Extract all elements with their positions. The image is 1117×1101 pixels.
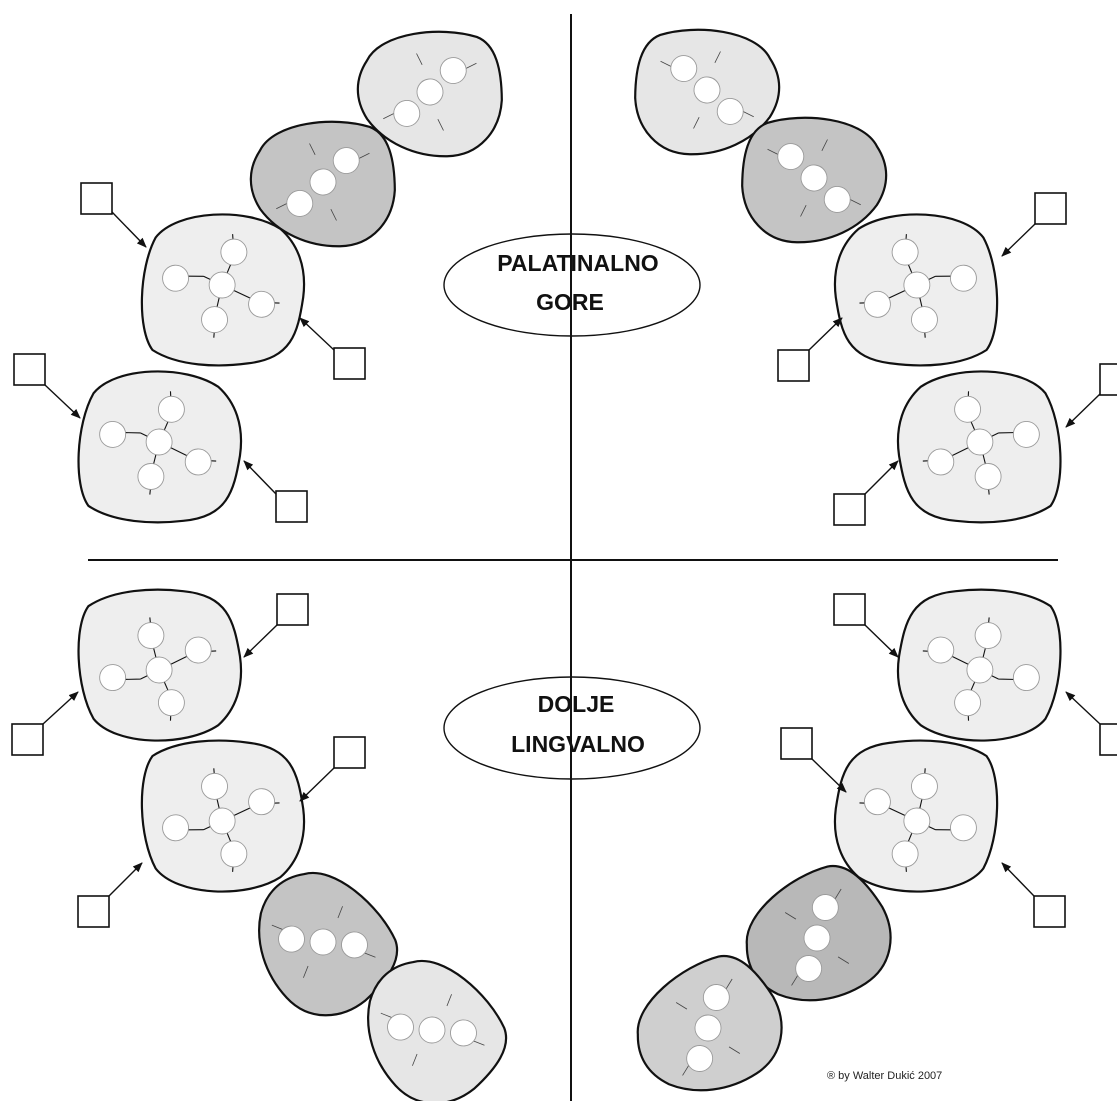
upper-label-line1: PALATINALNO: [497, 250, 658, 276]
answer-box[interactable]: [833, 493, 866, 526]
tooth-molar-icon: [892, 584, 1067, 747]
answer-box[interactable]: [333, 347, 366, 380]
arrow-icon: [243, 460, 277, 495]
answer-box[interactable]: [780, 727, 813, 760]
arrow-icon: [42, 691, 79, 725]
answer-box[interactable]: [1099, 363, 1117, 396]
arrow-icon: [243, 624, 278, 658]
answer-box[interactable]: [11, 723, 44, 756]
answer-box[interactable]: [275, 490, 308, 523]
answer-box[interactable]: [77, 895, 110, 928]
arrow-icon: [864, 460, 899, 495]
arrow-icon: [864, 624, 899, 658]
answer-box[interactable]: [276, 593, 309, 626]
answer-box[interactable]: [333, 736, 366, 769]
lower-label-line1: DOLJE: [538, 691, 615, 717]
tooth-molar-icon: [892, 365, 1067, 528]
tooth-molar-icon: [828, 733, 1005, 899]
arrow-icon: [1065, 393, 1101, 428]
answer-box[interactable]: [777, 349, 810, 382]
arrow-icon: [111, 211, 147, 248]
arrow-icon: [1065, 691, 1101, 725]
tooth-molar-icon: [134, 733, 311, 899]
arrow-icon: [1001, 862, 1035, 897]
arrow-icon: [1001, 223, 1036, 257]
tooth-molar-icon: [72, 584, 247, 747]
credit-text: ® by Walter Dukić 2007: [827, 1070, 942, 1082]
arrow-icon: [108, 862, 143, 897]
answer-box[interactable]: [1034, 192, 1067, 225]
arrow-icon: [44, 384, 81, 419]
answer-box[interactable]: [13, 353, 46, 386]
answer-box[interactable]: [833, 593, 866, 626]
lower-label-line2: LINGVALNO: [511, 731, 645, 757]
arrow-icon: [811, 758, 847, 793]
arrow-icon: [299, 767, 335, 802]
tooth-molar-icon: [72, 365, 247, 528]
upper-label-line2: GORE: [536, 289, 604, 315]
answer-box[interactable]: [1033, 895, 1066, 928]
answer-box[interactable]: [80, 182, 113, 215]
tooth-molar-icon: [828, 207, 1005, 373]
arrow-icon: [299, 317, 335, 351]
answer-box[interactable]: [1099, 723, 1117, 756]
arrow-icon: [808, 317, 843, 351]
tooth-molar-icon: [134, 207, 311, 373]
